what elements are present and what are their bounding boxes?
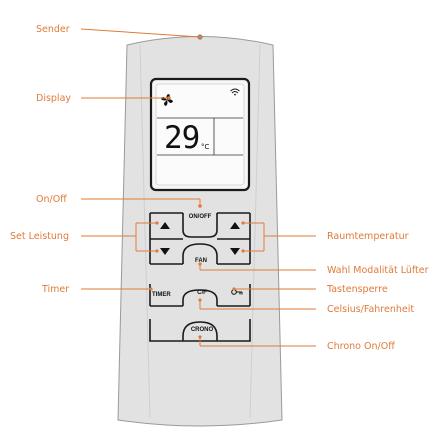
chrono-key-label: CRONO — [191, 327, 214, 333]
left-down-arrow-icon — [160, 248, 170, 255]
callout-display: Display — [36, 93, 171, 104]
callout-on-off-label: On/Off — [36, 194, 67, 205]
callout-celsius-fahrenheit: Celsius/Fahrenheit — [198, 298, 414, 315]
cf-key-label: C/F — [197, 290, 207, 296]
callout-sender-label: Sender — [36, 24, 70, 35]
right-updown-button[interactable] — [217, 212, 251, 265]
on-off-key-label: ON/OFF — [189, 214, 212, 220]
right-up-arrow-icon — [230, 222, 240, 229]
callout-tastensperre-label: Tastensperre — [326, 284, 388, 295]
fan-key-label: FAN — [195, 258, 207, 264]
lcd-display: 29 °C — [149, 77, 251, 192]
left-up-arrow-icon — [160, 222, 170, 229]
callout-chrono: Chrono On/Off — [198, 335, 395, 352]
cf-button[interactable]: C/F — [182, 289, 218, 306]
timer-button[interactable]: TIMER — [149, 284, 183, 307]
button-panel: ON/OFF FAN TIMER C/F — [149, 212, 251, 342]
callout-tastensperre: Tastensperre — [232, 284, 388, 295]
callout-raumtemperatur-label: Raumtemperatur — [327, 231, 409, 242]
lcd-unit: °C — [201, 143, 210, 151]
callout-wahl-modalitat: Wahl Modalität Lüfter — [198, 262, 429, 276]
right-down-arrow-icon — [230, 248, 240, 255]
lcd-temperature: 29 — [164, 120, 199, 156]
callout-celsius-fahrenheit-label: Celsius/Fahrenheit — [327, 304, 414, 315]
on-off-button[interactable]: ON/OFF — [182, 213, 218, 238]
timer-key-label: TIMER — [152, 292, 171, 298]
fan-button[interactable]: FAN — [182, 243, 218, 264]
callout-chrono-label: Chrono On/Off — [327, 341, 395, 352]
callout-set-leistung: Set Leistung — [10, 221, 159, 253]
callout-raumtemperatur: Raumtemperatur — [241, 221, 409, 253]
callout-timer-label: Timer — [41, 284, 69, 295]
signal-icon — [230, 88, 240, 96]
callout-set-leistung-label: Set Leistung — [10, 231, 69, 242]
callout-display-label: Display — [36, 93, 71, 104]
callout-sender: Sender — [36, 24, 202, 39]
callout-on-off: On/Off — [36, 194, 202, 208]
left-updown-button[interactable] — [149, 212, 183, 265]
callout-wahl-modalitat-label: Wahl Modalität Lüfter — [327, 265, 429, 276]
callout-timer: Timer — [41, 284, 153, 295]
